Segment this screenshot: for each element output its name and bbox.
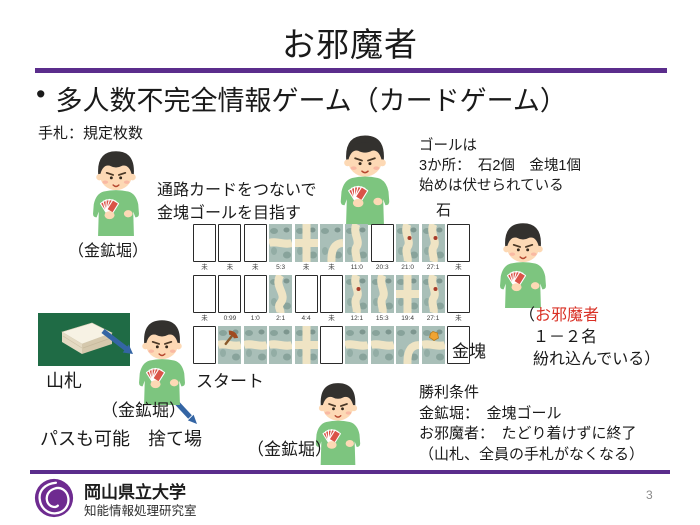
player-to-discard-arrow-icon xyxy=(175,401,197,424)
card-label: 未 xyxy=(201,264,208,271)
board-row-3 xyxy=(193,326,470,364)
page-number: 3 xyxy=(646,488,653,502)
tunnel-card xyxy=(370,326,394,364)
tunnel-card xyxy=(294,326,318,364)
tunnel-card xyxy=(396,275,420,313)
tunnel-card xyxy=(421,224,445,262)
tunnel-card xyxy=(396,224,420,262)
face-down-card xyxy=(319,275,343,313)
card-label: 11:0 xyxy=(350,264,363,271)
card-label: 未 xyxy=(201,315,208,322)
tunnel-card xyxy=(345,224,369,262)
miner-illustration-bottom-left xyxy=(126,316,198,405)
card-label: 15:3 xyxy=(375,315,389,322)
face-down-card xyxy=(193,275,216,313)
tunnel-card xyxy=(218,326,242,364)
university-name: 岡山県立大学 xyxy=(84,483,186,502)
bullet-marker: • xyxy=(36,79,46,109)
saboteur-note: （お邪魔者 １－２名 紛れ込んでいる） xyxy=(519,305,660,371)
tunnel-card xyxy=(421,275,445,313)
card-label: 21:0 xyxy=(401,264,414,271)
miner-illustration-top-left xyxy=(80,147,152,236)
tunnel-card xyxy=(269,326,293,364)
face-down-card xyxy=(193,326,216,364)
card-label: 1:0 xyxy=(250,315,260,322)
footer-divider-line xyxy=(30,470,670,474)
face-down-card xyxy=(294,275,318,313)
tunnel-card xyxy=(396,326,420,364)
card-label: 未 xyxy=(302,264,310,271)
miner1-label: （金鉱堀） xyxy=(68,243,149,260)
card-label: 未 xyxy=(455,264,462,271)
miner-illustration-top-center xyxy=(327,131,403,225)
card-label: 4:4 xyxy=(301,315,311,322)
tunnel-card xyxy=(294,224,318,262)
face-down-card xyxy=(370,224,394,262)
board-row-2 xyxy=(193,275,470,313)
card-label: 未 xyxy=(252,264,259,271)
pass-note: パスも可能 xyxy=(40,429,130,449)
face-down-card xyxy=(243,275,267,313)
tunnel-card xyxy=(345,326,369,364)
card-label: 未 xyxy=(328,264,335,271)
card-label: 19:4 xyxy=(401,315,414,322)
university-logo-icon xyxy=(34,478,74,518)
saboteur-note-line2: １－２名 xyxy=(533,329,598,346)
tunnel-cards-note: 通路カードをつないで 金塊ゴールを目指す xyxy=(157,182,317,222)
tunnel-card xyxy=(319,224,343,262)
card-label: 12:1 xyxy=(350,315,364,322)
saboteur-note-line1: （お邪魔者 xyxy=(519,305,660,327)
subtitle-bullet-line: • 多人数不完全情報ゲーム（カードゲーム） xyxy=(36,79,567,118)
subtitle-text: 多人数不完全情報ゲーム（カードゲーム） xyxy=(55,86,567,116)
card-label: 未 xyxy=(328,315,335,322)
card-label: 未 xyxy=(455,315,462,322)
start-label: スタート xyxy=(196,372,264,391)
face-down-card xyxy=(218,224,242,262)
goal-note: ゴールは 3か所： 石2個 金塊1個 始めは伏せられている xyxy=(419,138,581,194)
saboteur-note-line3: 紛れ込んでいる） xyxy=(533,351,661,368)
card-label: 5:3 xyxy=(276,264,286,271)
tunnel-card xyxy=(269,224,293,262)
face-down-card xyxy=(446,224,470,262)
card-label: 27:1 xyxy=(426,315,440,322)
discard-pile-label: 捨て場 xyxy=(148,429,202,449)
lab-name: 知能情報処理研究室 xyxy=(84,504,197,518)
tunnel-card xyxy=(345,275,369,313)
tunnel-card xyxy=(243,326,267,364)
card-label: 未 xyxy=(226,264,234,271)
tunnel-card xyxy=(421,326,445,364)
deck-to-player-arrow-icon xyxy=(101,329,133,354)
saboteur-illustration-right xyxy=(487,219,559,308)
miner2-label: （金鉱堀） xyxy=(101,401,186,420)
title-divider-line xyxy=(35,68,667,73)
card-label: 2:1 xyxy=(276,315,286,322)
face-down-card xyxy=(193,224,216,262)
saboteur-paren: （ xyxy=(519,307,536,324)
card-label-row: 未 未 未 5:3 未 未 11:0 20:3 21:0 27:1 未 xyxy=(193,263,470,272)
slide-title: お邪魔者 xyxy=(282,26,418,63)
card-label-row: 未 0:99 1:0 2:1 4:4 未 12:1 15:3 19:4 27:1 未 xyxy=(193,314,470,323)
tunnel-card xyxy=(370,275,394,313)
tunnel-card xyxy=(269,275,293,313)
face-down-card xyxy=(319,326,343,364)
win-conditions-note: 勝利条件 金鉱堀： 金塊ゴール お邪魔者： たどり着けずに終了 （山札、全員の手… xyxy=(419,384,645,463)
face-down-card xyxy=(243,224,267,262)
hand-cards-note: 手札：規定枚数 xyxy=(38,125,144,142)
draw-pile-label: 山札 xyxy=(46,371,82,391)
card-label: 20:3 xyxy=(375,264,389,271)
card-label: 0:99 xyxy=(223,315,237,322)
gold-goal-label: 金塊 xyxy=(452,342,486,361)
card-label: 27:1 xyxy=(426,264,440,271)
face-down-card xyxy=(446,326,470,364)
board-row-1 xyxy=(193,224,470,262)
face-down-card xyxy=(218,275,242,313)
face-down-card xyxy=(446,275,470,313)
miner3-label: （金鉱堀） xyxy=(247,440,332,459)
saboteur-name: お邪魔者 xyxy=(535,307,600,324)
stone-goal-label: 石 xyxy=(436,202,452,219)
